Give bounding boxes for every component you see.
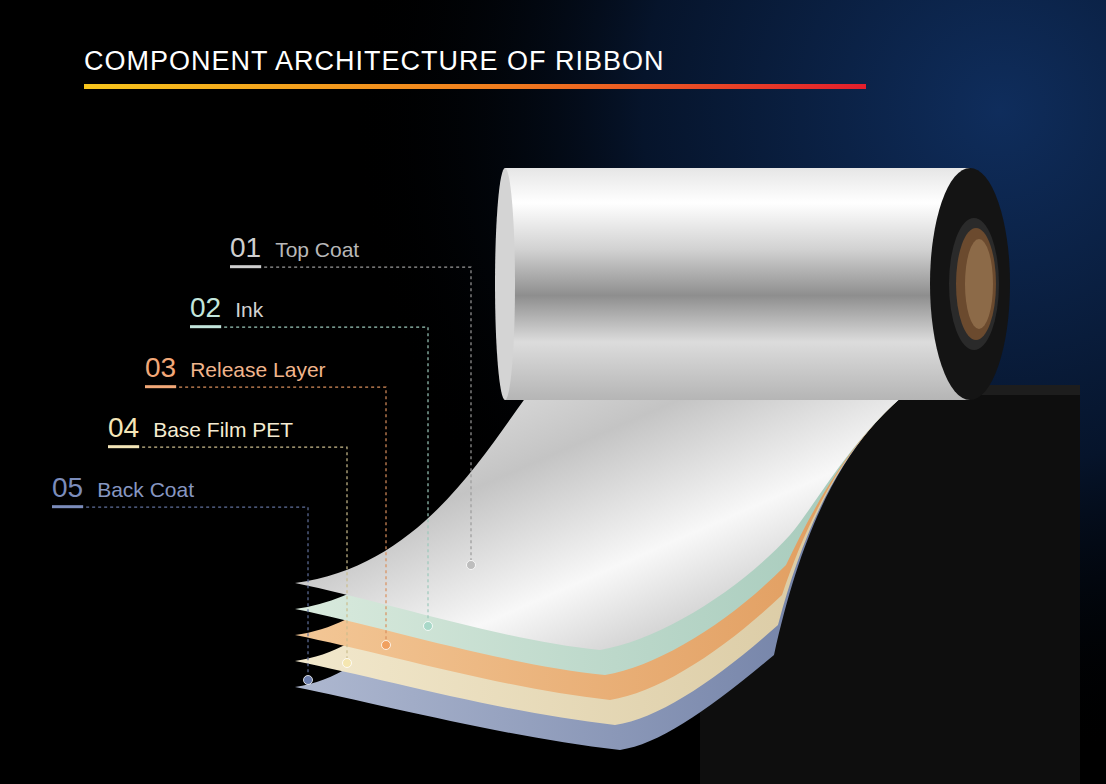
diagram-title: COMPONENT ARCHITECTURE OF RIBBON xyxy=(84,46,665,77)
layer-name: Back Coat xyxy=(97,478,194,502)
callout-underline xyxy=(145,385,176,388)
callout-underline xyxy=(190,325,221,328)
leader-line xyxy=(264,267,471,560)
title-bar xyxy=(84,84,866,89)
back-coat-layer xyxy=(295,372,935,750)
callout-underline xyxy=(108,445,139,448)
leader-line xyxy=(86,507,308,675)
leader-dot xyxy=(343,659,352,668)
callout-number: 04 xyxy=(108,412,139,444)
layer-name: Release Layer xyxy=(190,358,325,382)
core-ring xyxy=(949,218,999,350)
base-film-layer xyxy=(295,372,935,725)
callout-number: 05 xyxy=(52,472,83,504)
roll-body xyxy=(505,168,970,400)
ink-layer xyxy=(295,372,935,675)
callout-number: 02 xyxy=(190,292,221,324)
callout-underline xyxy=(230,265,261,268)
layer-name: Base Film PET xyxy=(153,418,293,442)
core xyxy=(956,228,996,340)
leader-dot xyxy=(467,561,476,570)
callout-number: 03 xyxy=(145,352,176,384)
layer-name: Top Coat xyxy=(275,238,359,262)
callout-underline xyxy=(52,505,83,508)
layer-name: Ink xyxy=(235,298,263,322)
callout-number: 01 xyxy=(230,232,261,264)
leader-dot xyxy=(304,676,313,685)
roll-left-end xyxy=(495,168,515,400)
core-hole xyxy=(965,239,993,329)
release-layer xyxy=(295,372,935,700)
top-coat-layer xyxy=(295,372,935,650)
leader-dot xyxy=(424,622,433,631)
leader-dot xyxy=(382,641,391,650)
roll-right-end xyxy=(930,168,1010,400)
